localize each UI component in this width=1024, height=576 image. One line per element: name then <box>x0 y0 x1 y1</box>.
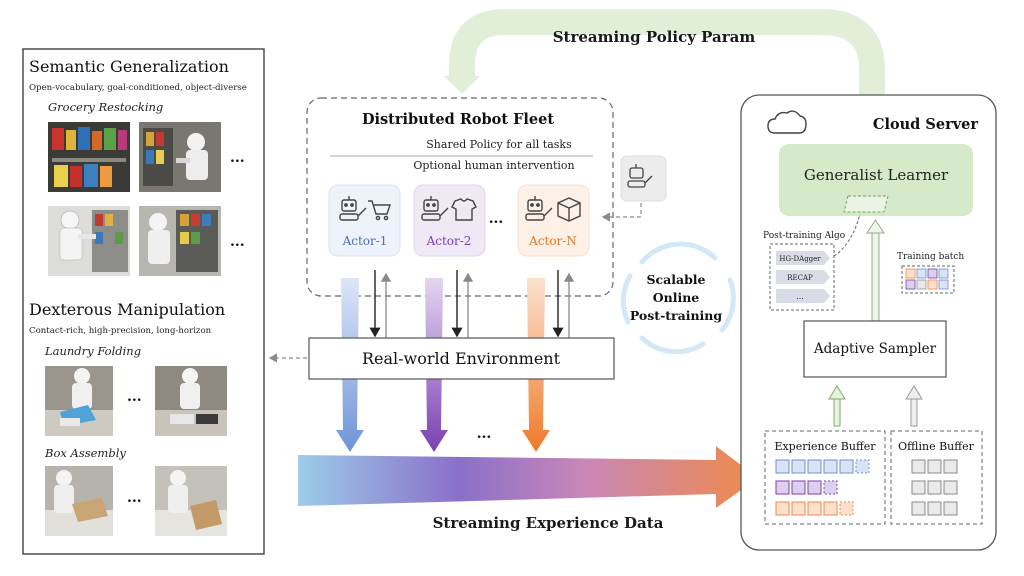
learner-input-slot <box>843 195 889 213</box>
actor-2-card <box>413 184 486 257</box>
actor-env-arrows <box>369 270 575 342</box>
experience-buffer-label: Experience Buffer <box>774 440 876 453</box>
offline-to-sampler-shaft <box>910 397 918 427</box>
algo-to-learner-line <box>833 213 861 257</box>
package-icon <box>557 197 581 222</box>
sampler-to-learner-shaft <box>871 231 880 323</box>
offline-buffer-label: Offline Buffer <box>898 440 974 453</box>
cloud-icon <box>767 110 807 134</box>
grocery-photo-4 <box>139 206 221 276</box>
actor-2-label: Actor-2 <box>426 234 472 248</box>
semantic-title: Semantic Generalization <box>29 57 229 76</box>
grocery-photo-1 <box>48 122 130 192</box>
box-task-label: Box Assembly <box>44 446 126 460</box>
algo-tag-hgdagger <box>776 251 830 265</box>
actor-ellipsis: ... <box>489 211 504 227</box>
algo-tag-more <box>776 289 830 303</box>
human-teleop-robot-icon <box>627 164 653 188</box>
algo-more-label: ... <box>796 292 804 301</box>
streaming-experience-wedge <box>298 446 758 508</box>
actor-n-card <box>517 184 590 257</box>
experience-buffer-blue-row <box>775 459 870 474</box>
human-intervention-card <box>620 155 667 202</box>
grocery-photo-3 <box>48 206 130 276</box>
generalist-learner-label: Generalist Learner <box>804 166 949 184</box>
actor-n-label: Actor-N <box>528 234 577 248</box>
scalable-label: Scalable <box>646 272 705 287</box>
experience-to-sampler-shaft <box>833 397 841 427</box>
streaming-experience-label: Streaming Experience Data <box>433 514 664 532</box>
dexterous-subtitle: Contact-rich, high-precision, long-horiz… <box>29 326 212 336</box>
post-training-label: Post-training <box>630 308 723 323</box>
adaptive-sampler-label: Adaptive Sampler <box>813 341 937 357</box>
fleet-shared-policy: Shared Policy for all tasks <box>426 138 572 151</box>
box-photo-2 <box>155 466 227 536</box>
grocery-task-label: Grocery Restocking <box>48 100 163 114</box>
algo-hgdagger-label: HG-DAgger <box>779 255 821 263</box>
laundry-photo-1 <box>45 366 113 436</box>
actor-1-label: Actor-1 <box>342 234 388 248</box>
sampler-to-learner-head <box>866 219 885 234</box>
streaming-policy-arrow <box>449 9 885 108</box>
adaptive-sampler-box <box>803 320 947 378</box>
ellipsis-grocery-1: ... <box>230 150 245 166</box>
laundry-task-label: Laundry Folding <box>44 344 141 358</box>
experience-to-sampler-head <box>828 385 846 400</box>
dexterous-title: Dexterous Manipulation <box>29 300 225 319</box>
laundry-photo-2 <box>155 366 227 436</box>
box-photo-1 <box>45 466 113 536</box>
fleet-optional-intervention: Optional human intervention <box>413 159 574 172</box>
cloud-server-title: Cloud Server <box>873 116 978 133</box>
robot-icon-n <box>525 196 553 221</box>
ellipsis-laundry: ... <box>127 389 142 405</box>
robot-icon-1 <box>339 196 367 221</box>
offline-buffer-cells <box>911 459 958 516</box>
algo-tag-recap <box>776 270 830 284</box>
environment-box <box>308 337 615 380</box>
ellipsis-box: ... <box>127 490 142 506</box>
streaming-policy-label: Streaming Policy Param <box>553 28 756 46</box>
actor-1-card <box>328 184 401 257</box>
environment-label: Real-world Environment <box>362 349 561 368</box>
training-batch-title: Training batch <box>897 252 964 262</box>
fleet-title: Distributed Robot Fleet <box>362 111 554 128</box>
experience-buffer-orange-row <box>775 501 854 516</box>
experience-buffer-purple-row <box>775 480 838 495</box>
ellipsis-grocery-2: ... <box>230 234 245 250</box>
cart-icon <box>368 200 391 221</box>
semantic-subtitle: Open-vocabulary, goal-conditioned, objec… <box>29 83 247 93</box>
stream-ellipsis: ... <box>477 426 492 442</box>
algo-recap-label: RECAP <box>787 274 813 282</box>
streaming-policy-arrowhead <box>444 76 480 94</box>
post-training-algo-title: Post-training Algo <box>763 231 845 241</box>
training-batch-cells <box>905 268 949 290</box>
generalist-learner-box <box>779 144 973 216</box>
cycle-icon <box>620 241 736 355</box>
shirt-icon <box>451 198 477 221</box>
robot-icon-2 <box>421 196 449 221</box>
online-label: Online <box>653 290 700 305</box>
intervention-arrow <box>601 203 642 222</box>
grocery-photo-2 <box>139 122 221 192</box>
offline-to-sampler-head <box>905 385 923 400</box>
